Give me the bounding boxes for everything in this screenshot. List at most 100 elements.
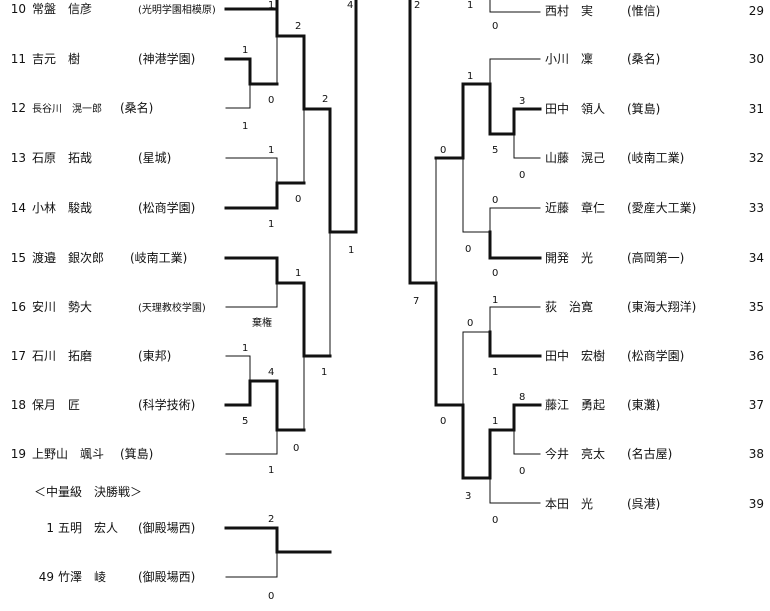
player-name: 小川 凜 [545, 52, 594, 66]
entry-number: 30 [748, 52, 764, 66]
entry-number: 11 [10, 52, 26, 66]
score-label: 1 [467, 71, 474, 82]
score-label: 2 [322, 94, 329, 105]
score-label: 1 [321, 367, 328, 378]
school-name: (東海大翔洋) [627, 300, 697, 314]
entry-number: 31 [748, 102, 764, 116]
score-label: 1 [295, 268, 302, 279]
score-label: 1 [348, 245, 355, 256]
player-name: 安川 勢大 [32, 300, 93, 314]
school-name: (桑名) [627, 52, 661, 66]
entry-number: 19 [10, 447, 26, 461]
score-label: 1 [268, 145, 275, 156]
score-label: 8 [519, 392, 526, 403]
entry-number: 15 [10, 251, 26, 265]
school-name: (桑名) [120, 101, 154, 115]
entry-number: 37 [748, 398, 764, 412]
score-label: 1 [268, 465, 275, 476]
player-name: 保月 匠 [32, 398, 81, 412]
entry-number: 18 [10, 398, 26, 412]
score-label: 0 [268, 591, 275, 602]
player-name: 五明 宏人 [58, 521, 119, 535]
score-label: 3 [465, 491, 472, 502]
school-name: (惟信) [627, 4, 661, 18]
score-label: 1 [492, 367, 499, 378]
score-label: 0 [465, 244, 472, 255]
school-name: (名古屋) [627, 447, 673, 461]
score-label: 5 [492, 145, 499, 156]
entry-number: 14 [10, 201, 26, 215]
entry-number: 10 [10, 2, 26, 16]
school-name: (星城) [138, 151, 172, 165]
score-label: 0 [268, 95, 275, 106]
score-label: 3 [519, 96, 526, 107]
score-label: 0 [492, 195, 499, 206]
player-name: 石原 拓哉 [32, 151, 93, 165]
entry-number: 33 [748, 201, 764, 215]
school-name: (愛産大工業) [627, 201, 697, 215]
school-name: (松商学園) [138, 201, 196, 215]
school-name: (岐南工業) [130, 251, 188, 265]
section-heading: ＜中量級 決勝戦＞ [34, 485, 143, 499]
score-label: 1 [242, 121, 249, 132]
player-name: 石川 拓磨 [32, 349, 93, 363]
school-name: (高岡第一) [627, 251, 685, 265]
score-label: 1 [492, 416, 499, 427]
entry-number: 39 [748, 497, 764, 511]
score-label: 1 [242, 45, 249, 56]
entry-number: 34 [748, 251, 764, 265]
player-name: 西村 実 [545, 4, 594, 18]
player-name: 上野山 颯斗 [32, 447, 105, 461]
player-name: 竹澤 崚 [58, 570, 107, 584]
player-name: 渡邉 銀次郎 [32, 251, 105, 265]
player-name: 荻 治寛 [545, 300, 594, 314]
score-label: 1 [268, 0, 275, 11]
entry-number: 49 [38, 570, 54, 584]
score-label: 0 [467, 318, 474, 329]
player-name: 開発 光 [545, 251, 594, 265]
score-label: 5 [242, 416, 249, 427]
withdrawal-note: 棄権 [252, 318, 272, 329]
player-name: 長谷川 滉一郎 [32, 104, 102, 115]
school-name: (箕島) [627, 102, 661, 116]
score-label: 1 [492, 295, 499, 306]
school-name: (箕島) [120, 447, 154, 461]
entry-number: 16 [10, 300, 26, 314]
score-label: 0 [295, 194, 302, 205]
school-name: (天理教校学園) [138, 303, 206, 314]
school-name: (呉港) [627, 497, 661, 511]
score-label: 0 [492, 515, 499, 526]
entry-number: 17 [10, 349, 26, 363]
entry-number: 35 [748, 300, 764, 314]
entry-number: 32 [748, 151, 764, 165]
entry-number: 38 [748, 447, 764, 461]
player-name: 山藤 滉己 [545, 151, 606, 165]
entry-number: 36 [748, 349, 764, 363]
school-name: (御殿場西) [138, 521, 196, 535]
player-name: 吉元 樹 [32, 52, 81, 66]
school-name: (松商学園) [627, 349, 685, 363]
player-name: 常盤 信彦 [32, 2, 93, 16]
score-label: 0 [492, 21, 499, 32]
score-label: 1 [467, 0, 474, 11]
score-label: 4 [347, 0, 354, 11]
player-name: 本田 光 [545, 497, 594, 511]
school-name: (岐南工業) [627, 151, 685, 165]
school-name: (光明学園相模原) [138, 5, 216, 16]
score-label: 0 [440, 416, 447, 427]
score-label: 0 [440, 145, 447, 156]
school-name: (東邦) [138, 349, 172, 363]
score-label: 2 [295, 21, 302, 32]
player-name: 田中 宏樹 [545, 349, 606, 363]
player-name: 近藤 章仁 [545, 201, 606, 215]
school-name: (御殿場西) [138, 570, 196, 584]
school-name: (神港学園) [138, 52, 196, 66]
player-name: 田中 領人 [545, 102, 606, 116]
entry-number: 13 [10, 151, 26, 165]
player-name: 小林 駿哉 [32, 201, 93, 215]
score-label: 1 [242, 343, 249, 354]
score-label: 1 [268, 219, 275, 230]
score-label: 4 [268, 367, 275, 378]
